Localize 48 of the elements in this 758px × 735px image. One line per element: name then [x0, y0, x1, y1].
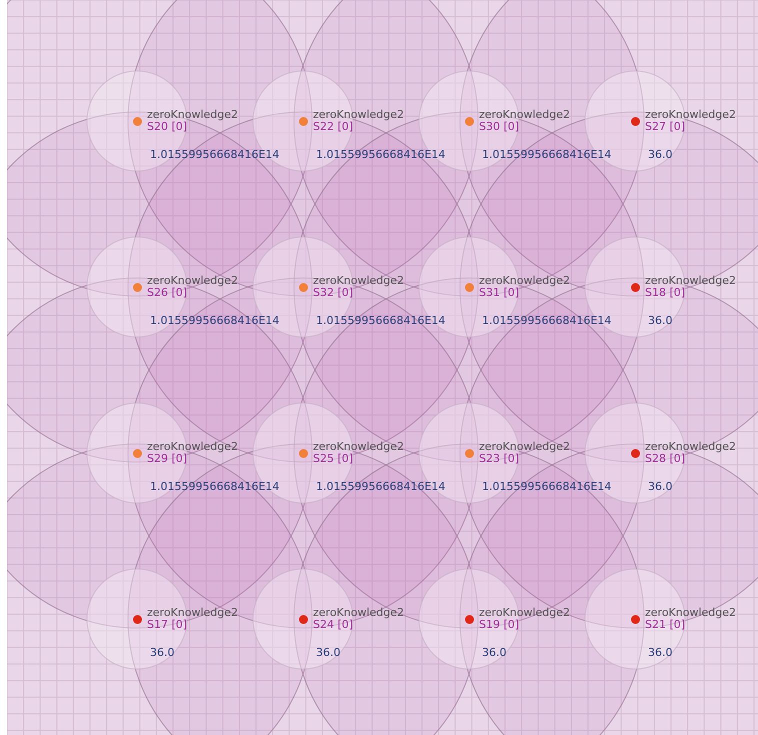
sensor-id: S27 [0]: [645, 121, 686, 133]
sensor-name: zeroKnowledge2: [479, 607, 570, 619]
sensor-name: zeroKnowledge2: [313, 109, 404, 121]
sensor-id: S30 [0]: [479, 121, 520, 133]
sensor-value: 36.0: [648, 149, 672, 161]
sensor-id: S20 [0]: [147, 121, 188, 133]
sensor-value: 36.0: [648, 315, 672, 327]
sensor-id: S26 [0]: [147, 287, 188, 299]
sensor-id: S29 [0]: [147, 453, 188, 465]
sensor-id: S32 [0]: [313, 287, 354, 299]
sensor-value: 36.0: [648, 481, 672, 493]
sensor-id: S24 [0]: [313, 619, 354, 631]
sensor-value: 1.01559956668416E14: [316, 315, 446, 327]
sensor-name: zeroKnowledge2: [313, 275, 404, 287]
sensor-name: zeroKnowledge2: [479, 109, 570, 121]
sensor-id: S25 [0]: [313, 453, 354, 465]
sensor-value: 1.01559956668416E14: [316, 481, 446, 493]
sensor-id: S23 [0]: [479, 453, 520, 465]
sensor-value: 36.0: [150, 647, 174, 659]
sensor-value: 1.01559956668416E14: [482, 315, 612, 327]
sensor-id: S22 [0]: [313, 121, 354, 133]
sensor-value: 1.01559956668416E14: [482, 149, 612, 161]
sensor-id: S19 [0]: [479, 619, 520, 631]
sensor-id: S17 [0]: [147, 619, 188, 631]
sensor-name: zeroKnowledge2: [313, 607, 404, 619]
sensor-value: 1.01559956668416E14: [316, 149, 446, 161]
sensor-name: zeroKnowledge2: [479, 275, 570, 287]
sensor-name: zeroKnowledge2: [645, 109, 736, 121]
sensor-name: zeroKnowledge2: [147, 109, 238, 121]
sensor-value: 1.01559956668416E14: [482, 481, 612, 493]
sensor-id: S21 [0]: [645, 619, 686, 631]
sensor-value: 36.0: [648, 647, 672, 659]
sensor-value: 1.01559956668416E14: [150, 481, 280, 493]
sensor-id: S31 [0]: [479, 287, 520, 299]
sensor-name: zeroKnowledge2: [645, 275, 736, 287]
sensor-name: zeroKnowledge2: [313, 441, 404, 453]
sensor-name: zeroKnowledge2: [147, 441, 238, 453]
sensor-name: zeroKnowledge2: [147, 275, 238, 287]
sensor-value: 36.0: [316, 647, 340, 659]
sensor-name: zeroKnowledge2: [645, 607, 736, 619]
sensor-name: zeroKnowledge2: [147, 607, 238, 619]
sensor-value: 1.01559956668416E14: [150, 315, 280, 327]
sensor-value: 36.0: [482, 647, 506, 659]
sensor-value: 1.01559956668416E14: [150, 149, 280, 161]
sensor-id: S28 [0]: [645, 453, 686, 465]
sensor-name: zeroKnowledge2: [479, 441, 570, 453]
sensor-id: S18 [0]: [645, 287, 686, 299]
sensor-name: zeroKnowledge2: [645, 441, 736, 453]
